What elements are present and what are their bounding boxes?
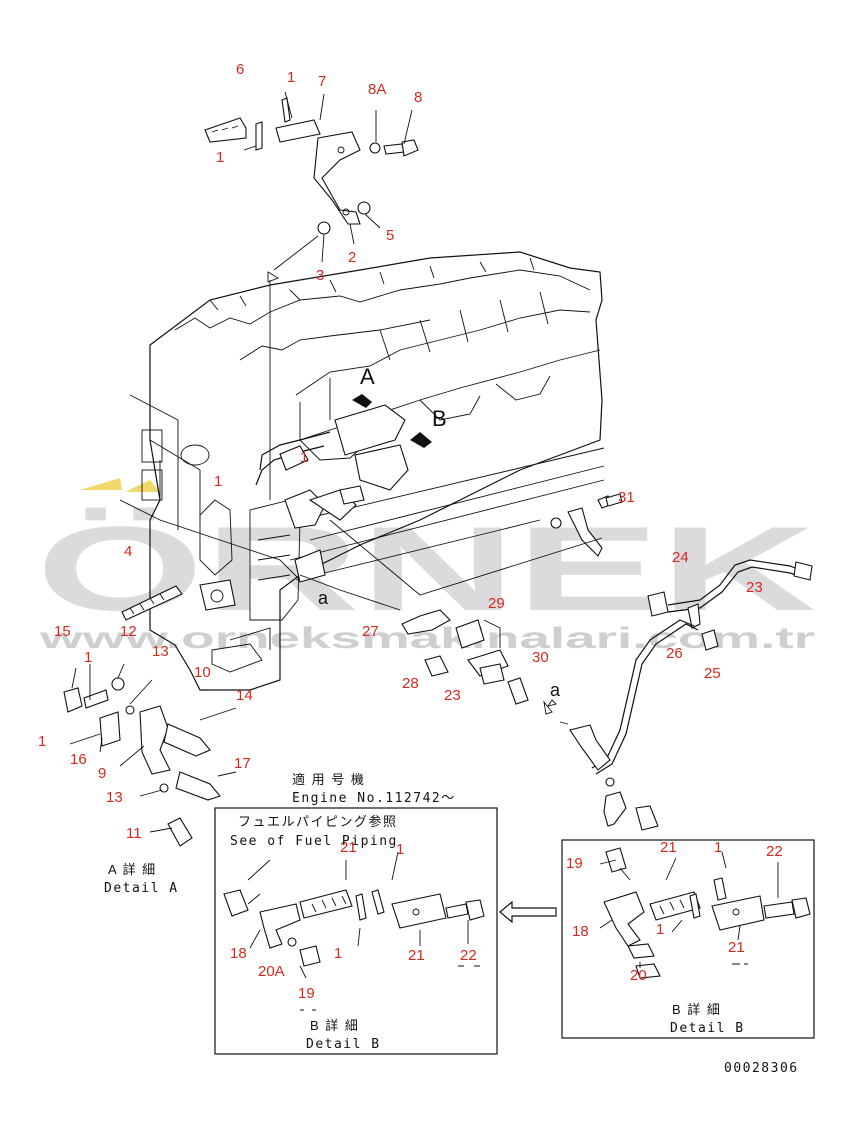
label-31: 31 (618, 489, 635, 506)
label-22a: 22 (460, 947, 477, 964)
label-18a: 18 (230, 945, 247, 962)
label-8: 8 (414, 89, 422, 106)
label-25: 25 (704, 665, 721, 682)
label-17: 17 (234, 755, 251, 772)
label-26: 26 (666, 645, 683, 662)
label-13b: 13 (106, 789, 123, 806)
label-21a: 21 (340, 839, 357, 856)
label-18b: 18 (572, 923, 589, 940)
label-12: 12 (120, 623, 137, 640)
label-15: 15 (54, 623, 71, 640)
label-3: 3 (316, 267, 324, 284)
engine-block (119, 251, 605, 691)
label-1j: 1 (656, 921, 664, 938)
label-1g: 1 (396, 841, 404, 858)
view-marker-a2: a (550, 680, 561, 700)
detail-b-en-left: Detail B (306, 1037, 381, 1052)
detail-b-en-right: Detail B (670, 1021, 745, 1036)
detail-box-left (214, 807, 498, 1055)
label-13a: 13 (152, 643, 169, 660)
detail-b-jp-left: B 詳 細 (310, 1018, 359, 1033)
reference-letters: A B a a (318, 364, 561, 700)
label-19a: 19 (298, 985, 315, 1002)
label-1c: 1 (300, 449, 308, 466)
arrow-a (543, 700, 553, 715)
label-23b: 23 (444, 687, 461, 704)
label-11: 11 (126, 825, 142, 842)
label-7: 7 (318, 73, 326, 90)
detail-a-jp: A 詳 細 (108, 862, 157, 877)
lower-brackets (401, 609, 529, 705)
detail-box-right (499, 839, 815, 1039)
label-8A: 8A (368, 81, 386, 98)
label-19b: 19 (566, 855, 583, 872)
detail-a-en: Detail A (104, 881, 179, 896)
label-29: 29 (488, 595, 505, 612)
label-1a: 1 (287, 69, 295, 86)
engine-number: Engine No.112742～ (292, 791, 456, 806)
left-details (63, 585, 237, 847)
fuel-lines (255, 394, 813, 831)
label-1h: 1 (334, 945, 342, 962)
label-21c: 21 (660, 839, 677, 856)
applicable-serial-jp: 適 用 号 機 (292, 772, 365, 787)
top-bracket-assembly (204, 91, 419, 500)
label-1i: 1 (714, 839, 722, 856)
fuel-piping-jp: フュエルパイピング参照 (238, 814, 398, 829)
label-23a: 23 (746, 579, 763, 596)
label-24: 24 (672, 549, 689, 566)
view-marker-a1: a (318, 588, 329, 608)
label-30: 30 (532, 649, 549, 666)
label-21b: 21 (408, 947, 425, 964)
label-28: 28 (402, 675, 419, 692)
detail-marker-A: A (360, 364, 375, 389)
label-4: 4 (124, 543, 132, 560)
drawing-number: 00028306 (724, 1061, 799, 1076)
part-labels: 6 1 7 8A 8 1 5 3 2 1 1 31 24 23 4 29 27 … (38, 61, 783, 1002)
notes: 適 用 号 機 Engine No.112742～ フュエルパイピング参照 Se… (104, 772, 799, 1076)
detail-marker-B: B (432, 406, 447, 431)
label-16: 16 (70, 751, 87, 768)
label-5: 5 (386, 227, 394, 244)
label-27: 27 (362, 623, 379, 640)
label-1d: 1 (214, 473, 222, 490)
label-1b: 1 (216, 149, 224, 166)
label-2: 2 (348, 249, 356, 266)
label-6: 6 (236, 61, 244, 78)
label-22b: 22 (766, 843, 783, 860)
label-20A: 20A (258, 963, 285, 980)
label-1f: 1 (38, 733, 46, 750)
label-21d: 21 (728, 939, 745, 956)
detail-b-jp-right: B 詳 細 (672, 1002, 721, 1017)
label-20: 20 (630, 967, 647, 984)
label-9: 9 (98, 765, 106, 782)
fuel-piping-en: See of Fuel Piping (230, 834, 398, 849)
label-10: 10 (194, 664, 211, 681)
label-1e: 1 (84, 649, 92, 666)
label-14: 14 (236, 687, 253, 704)
